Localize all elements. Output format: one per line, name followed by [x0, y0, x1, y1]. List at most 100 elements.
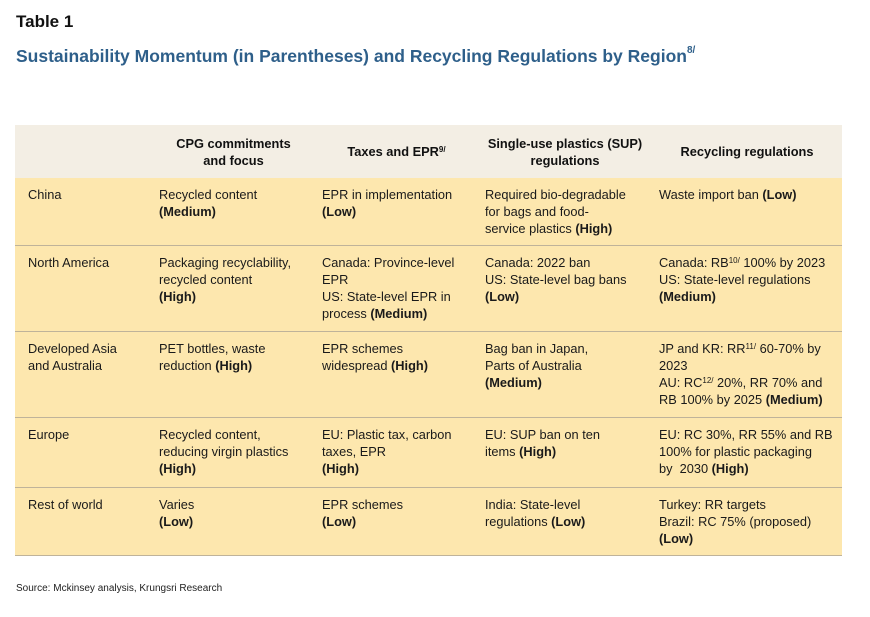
region-cell: Rest of world: [15, 487, 152, 556]
cell-text: US: State-level EPR in: [322, 289, 451, 304]
cell-text: 100% by 2023: [739, 255, 826, 270]
title-text: Sustainability Momentum (in Parentheses)…: [16, 46, 687, 66]
cell-text: Canada: Province-level: [322, 255, 455, 270]
cell-text: EU: SUP ban on ten: [485, 427, 601, 442]
sup-cell: Bag ban in Japan,Parts of Australia(Medi…: [478, 331, 652, 418]
cell-text: Varies: [159, 497, 195, 512]
cell-text: Waste import ban: [659, 187, 759, 202]
header-taxes: Taxes and EPR9/: [315, 125, 478, 178]
momentum-level: (Medium): [485, 375, 542, 390]
cell-text: 20%, RR 70% and: [713, 375, 823, 390]
cell-text: US: State-level bag bans: [485, 272, 627, 287]
cell-text: EPR: [322, 272, 349, 287]
cell-text: Packaging recyclability,: [159, 255, 292, 270]
momentum-level: (Medium): [659, 289, 716, 304]
cell-text: Recycled content: [159, 187, 258, 202]
momentum-level: (High): [711, 461, 749, 476]
cell-text: Parts of Australia: [485, 358, 582, 373]
header-sup-line1: Single-use plastics (SUP): [487, 135, 643, 151]
cell-text: service plastics: [485, 221, 572, 236]
momentum-level: (Low): [762, 187, 797, 202]
header-region: [15, 125, 152, 178]
momentum-level: (Low): [551, 514, 586, 529]
cell-text: Required bio-degradable: [485, 187, 626, 202]
cell-text: EU: Plastic tax, carbon: [322, 427, 452, 442]
cell-text: reduction: [159, 358, 212, 373]
momentum-level: (High): [215, 358, 253, 373]
momentum-level: (Medium): [159, 204, 216, 219]
header-cpg-line1: CPG commitments: [176, 135, 291, 151]
momentum-level: (Low): [485, 289, 520, 304]
cell-text: 2023: [659, 358, 688, 373]
cell-text: widespread: [322, 358, 388, 373]
cell-text: JP and KR: RR: [659, 341, 746, 356]
table-row: Europe Recycled content, reducing virgin …: [15, 417, 842, 488]
region-cell: North America: [15, 245, 152, 332]
cpg-cell: Packaging recyclability,recycled content…: [152, 245, 315, 332]
momentum-level: (Low): [159, 514, 194, 529]
cpg-cell: Varies (Low): [152, 487, 315, 556]
cell-text: for bags and food-: [485, 204, 589, 219]
header-taxes-text: Taxes and EPR: [347, 144, 439, 159]
cpg-cell: PET bottles, waste reduction (High): [152, 331, 315, 418]
cell-text: India: State-level: [485, 497, 581, 512]
table-title: Sustainability Momentum (in Parentheses)…: [16, 45, 695, 67]
cpg-cell: Recycled content (Medium): [152, 178, 315, 246]
cell-text: AU: RC: [659, 375, 703, 390]
cell-text: 60-70% by: [756, 341, 821, 356]
table-row: Developed Asia and Australia PET bottles,…: [15, 331, 842, 418]
header-sup-line2: regulations: [530, 152, 600, 168]
cell-text: EU: RC 30%, RR 55% and RB: [659, 427, 833, 442]
momentum-level: (Low): [322, 514, 357, 529]
cell-text: US: State-level regulations: [659, 272, 811, 287]
recycling-cell: Waste import ban (Low): [652, 178, 842, 246]
cell-text: EPR schemes: [322, 497, 404, 512]
momentum-level: (Low): [659, 531, 694, 546]
source-note: Source: Mckinsey analysis, Krungsri Rese…: [16, 583, 223, 594]
taxes-cell: EPR in implementation (Low): [315, 178, 478, 246]
region-cell: Europe: [15, 417, 152, 488]
region-cell: China: [15, 178, 152, 246]
region-cell: Developed Asia and Australia: [15, 331, 152, 418]
momentum-level: (Medium): [765, 392, 823, 407]
table-row: Rest of world Varies (Low) EPR schemes (Lo…: [15, 487, 842, 556]
momentum-level: (Low): [322, 204, 357, 219]
momentum-level: (High): [391, 358, 428, 373]
cell-text: Canada: 2022 ban: [485, 255, 591, 270]
cell-text: EPR in implementation: [322, 187, 453, 202]
footnote-ref: 10/: [728, 256, 740, 265]
cell-text: 100% for plastic packaging: [659, 444, 812, 459]
header-recycling: Recycling regulations: [652, 125, 842, 178]
region-line: Developed Asia: [28, 341, 117, 356]
cpg-cell: Recycled content, reducing virgin plastic…: [152, 417, 315, 488]
cell-text: PET bottles, waste: [159, 341, 266, 356]
cell-text: items: [485, 444, 516, 459]
header-taxes-footnote: 9/: [438, 145, 446, 154]
momentum-level: (High): [575, 221, 613, 236]
footnote-ref: 11/: [745, 342, 757, 351]
region-line: and Australia: [28, 358, 102, 373]
header-sup: Single-use plastics (SUP)regulations: [478, 125, 652, 178]
cell-text: Brazil: RC 75% (proposed): [659, 514, 812, 529]
sup-cell: EU: SUP ban on ten items (High): [478, 417, 652, 488]
cell-text: reducing virgin plastics: [159, 444, 289, 459]
cell-text: Recycled content,: [159, 427, 261, 442]
footnote-ref: 12/: [702, 376, 714, 385]
momentum-level: (High): [159, 461, 196, 476]
recycling-cell: EU: RC 30%, RR 55% and RB 100% for plasti…: [652, 417, 842, 488]
momentum-level: (High): [159, 289, 196, 304]
table-row: North America Packaging recyclability,re…: [15, 245, 842, 332]
cell-text: RB 100% by 2025: [659, 392, 763, 407]
cell-text: taxes, EPR: [322, 444, 387, 459]
momentum-level: (Medium): [370, 306, 428, 321]
momentum-level: (High): [519, 444, 557, 459]
cell-text: Turkey: RR targets: [659, 497, 766, 512]
